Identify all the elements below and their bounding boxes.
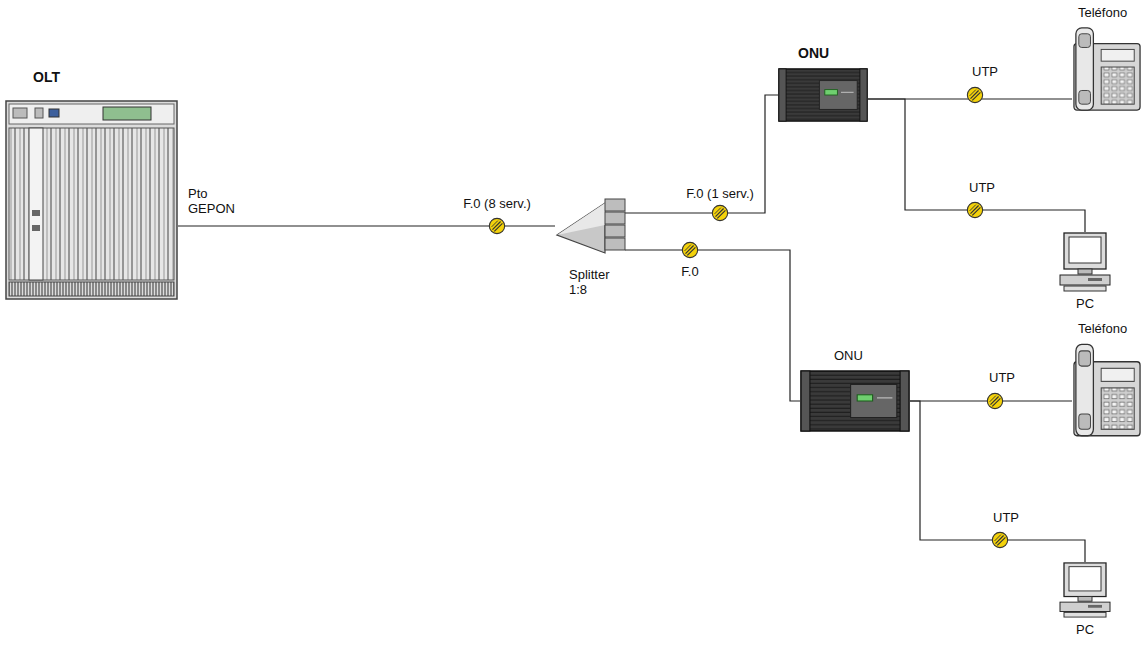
cable-line (625, 250, 800, 401)
cable-label: UTP (987, 370, 1017, 385)
telephone: Teléfono (1072, 340, 1142, 438)
fiber-coupler (712, 205, 727, 220)
cable-label: UTP (991, 510, 1021, 525)
pc: PC (1058, 232, 1112, 292)
cable-label: UTP (970, 64, 1000, 79)
device-name: PC (1076, 296, 1094, 311)
splitter-art (555, 195, 628, 257)
cable-label: F.0 (1 serv.) (684, 186, 756, 201)
telephone-art (1072, 340, 1142, 438)
fiber-coupler (682, 242, 697, 257)
onu-unit-art (778, 68, 868, 122)
pc: PC (1058, 562, 1112, 618)
telephone-art (1072, 24, 1142, 112)
device-name: ONU (798, 46, 829, 61)
port-label: Pto GEPON (188, 186, 240, 216)
cable-label: UTP (967, 180, 997, 195)
utp-coupler (987, 393, 1002, 408)
device-name: ONU (834, 348, 863, 363)
cable-label: F.0 (8 serv.) (461, 196, 533, 211)
olt-rack: OLTPto GEPON (5, 100, 178, 300)
utp-coupler (967, 202, 982, 217)
utp-coupler (967, 87, 982, 102)
splitter: Splitter 1:8 (555, 195, 628, 257)
device-name: Teléfono (1078, 5, 1127, 20)
onu-unit: ONU (800, 370, 910, 432)
utp-coupler (992, 532, 1007, 547)
pc-art (1058, 232, 1112, 292)
device-name: OLT (33, 70, 60, 85)
telephone: Teléfono (1072, 24, 1142, 112)
device-name: Teléfono (1078, 321, 1127, 336)
onu-unit-art (800, 370, 910, 432)
cable-line (910, 401, 1085, 562)
cable-label: F.0 (679, 264, 700, 279)
cable-line (868, 99, 1085, 232)
pc-art (1058, 562, 1112, 618)
device-name: PC (1076, 622, 1094, 637)
olt-rack-art (5, 100, 178, 300)
fiber-coupler (489, 218, 504, 233)
cable-line (625, 95, 778, 213)
splitter-label: Splitter 1:8 (569, 267, 625, 297)
onu-unit: ONU (778, 68, 868, 122)
